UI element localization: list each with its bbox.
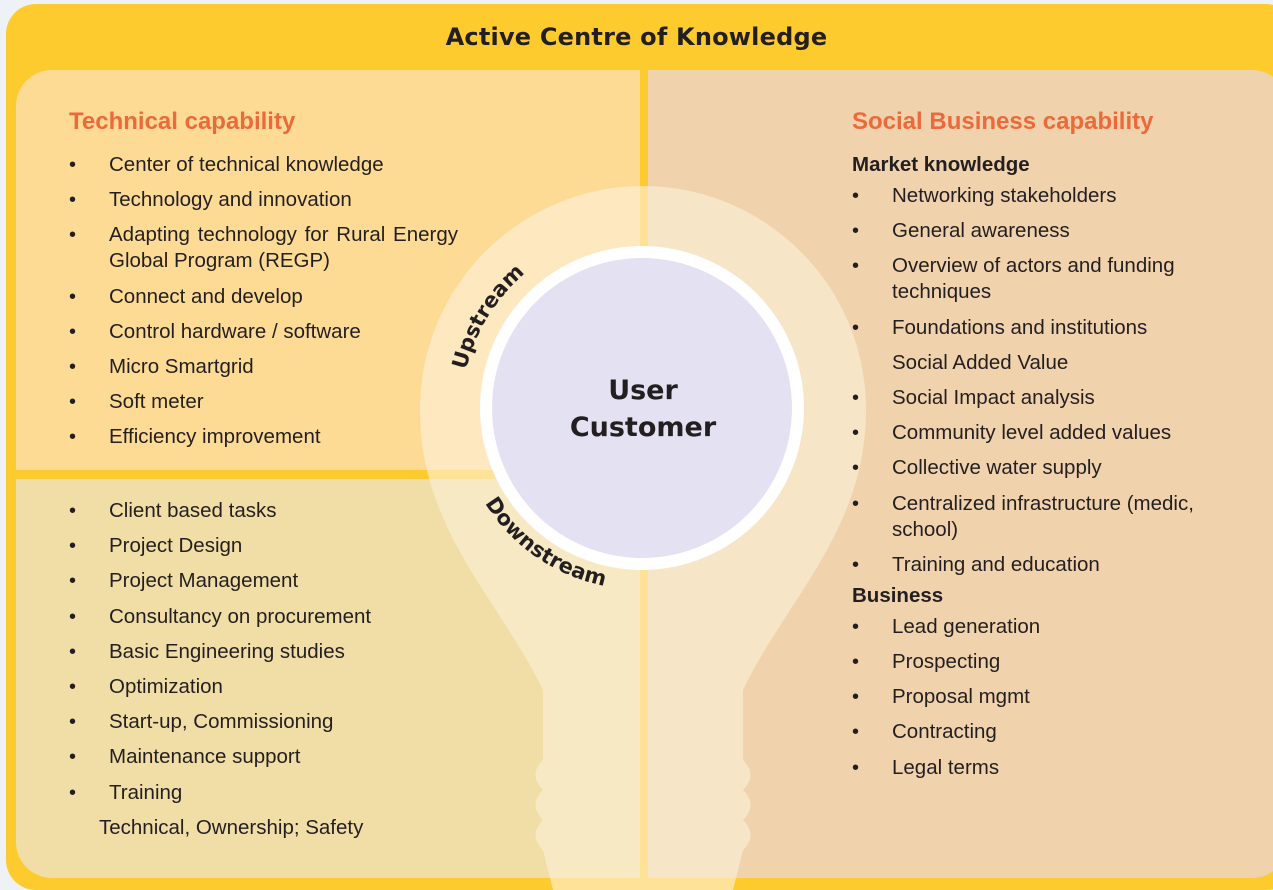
list-item: Legal terms [852, 755, 1222, 781]
social-heading: Social Business capability [852, 108, 1154, 135]
list-item: Centralized infrastructure (medic, schoo… [852, 491, 1222, 543]
technical-column: Technical capability Center of technical… [69, 108, 458, 460]
list-item: Training and education [852, 552, 1222, 578]
tasks-column: Client based tasks Project Design Projec… [69, 498, 469, 850]
list-item: General awareness [852, 218, 1222, 244]
centre-line-customer: Customer [569, 412, 717, 443]
list-item: Soft meter [69, 389, 458, 415]
list-item: Basic Engineering studies [69, 639, 469, 665]
business-subheading: Business [852, 583, 944, 607]
list-item: Client based tasks [69, 498, 469, 524]
centre-line-user: User [608, 375, 678, 406]
tasks-list: Client based tasks Project Design Projec… [69, 498, 469, 806]
page-title: Active Centre of Knowledge [445, 23, 828, 51]
technical-heading: Technical capability [69, 108, 296, 135]
list-item: Consultancy on procurement [69, 604, 469, 630]
list-item: Lead generation [852, 614, 1222, 640]
social-column: Social Business capability Market knowle… [852, 108, 1222, 790]
list-item: Adapting technology for Rural Energy Glo… [69, 222, 458, 274]
list-item: Training [69, 780, 469, 806]
list-item: Control hardware / software [69, 319, 458, 345]
market-list-a: Networking stakeholders General awarenes… [852, 183, 1222, 341]
list-item: Proposal mgmt [852, 684, 1222, 710]
market-knowledge-subheading: Market knowledge [852, 153, 1030, 176]
list-item: Social Impact analysis [852, 385, 1222, 411]
list-item: Project Design [69, 533, 469, 559]
centre-label: User Customer [490, 372, 796, 446]
list-item: Maintenance support [69, 744, 469, 770]
list-item: Technology and innovation [69, 187, 458, 213]
list-item: Networking stakeholders [852, 183, 1222, 209]
technical-list: Center of technical knowledge Technology… [69, 152, 458, 450]
business-list: Lead generation Prospecting Proposal mgm… [852, 614, 1222, 781]
list-item: Collective water supply [852, 455, 1222, 481]
market-list-b: Social Impact analysis Community level a… [852, 385, 1222, 578]
list-item: Optimization [69, 674, 469, 700]
list-item: Community level added values [852, 420, 1222, 446]
list-item: Connect and develop [69, 284, 458, 310]
list-item: Center of technical knowledge [69, 152, 458, 178]
list-item: Efficiency improvement [69, 424, 458, 450]
training-note: Technical, Ownership; Safety [99, 815, 364, 839]
social-added-value-note: Social Added Value [892, 350, 1069, 374]
list-item: Contracting [852, 719, 1222, 745]
list-item: Overview of actors and funding technique… [852, 253, 1222, 305]
list-item: Project Management [69, 568, 469, 594]
list-item: Micro Smartgrid [69, 354, 458, 380]
list-item: Prospecting [852, 649, 1222, 675]
list-item: Start-up, Commissioning [69, 709, 469, 735]
list-item: Foundations and institutions [852, 315, 1222, 341]
